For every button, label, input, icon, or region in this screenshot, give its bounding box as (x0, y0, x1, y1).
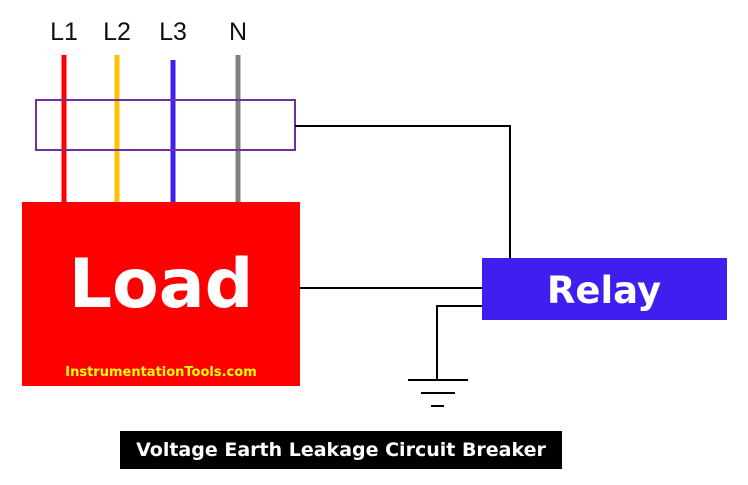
sensing-band (35, 99, 296, 151)
load-box (22, 202, 300, 386)
diagram-caption: Voltage Earth Leakage Circuit Breaker (120, 431, 562, 469)
relay-label: Relay (547, 269, 661, 312)
line-label-n: N (229, 18, 247, 46)
wire-relay-to-earth (436, 305, 482, 380)
load-label: Load (69, 245, 254, 324)
line-label-l1: L1 (50, 18, 78, 46)
line-label-l2: L2 (103, 18, 131, 46)
line-label-l3: L3 (159, 18, 187, 46)
relay-box (482, 258, 727, 320)
watermark-text: InstrumentationTools.com (65, 365, 257, 380)
earth-ground-icon (408, 379, 468, 407)
wire-sensing-band-to-relay (295, 125, 511, 258)
